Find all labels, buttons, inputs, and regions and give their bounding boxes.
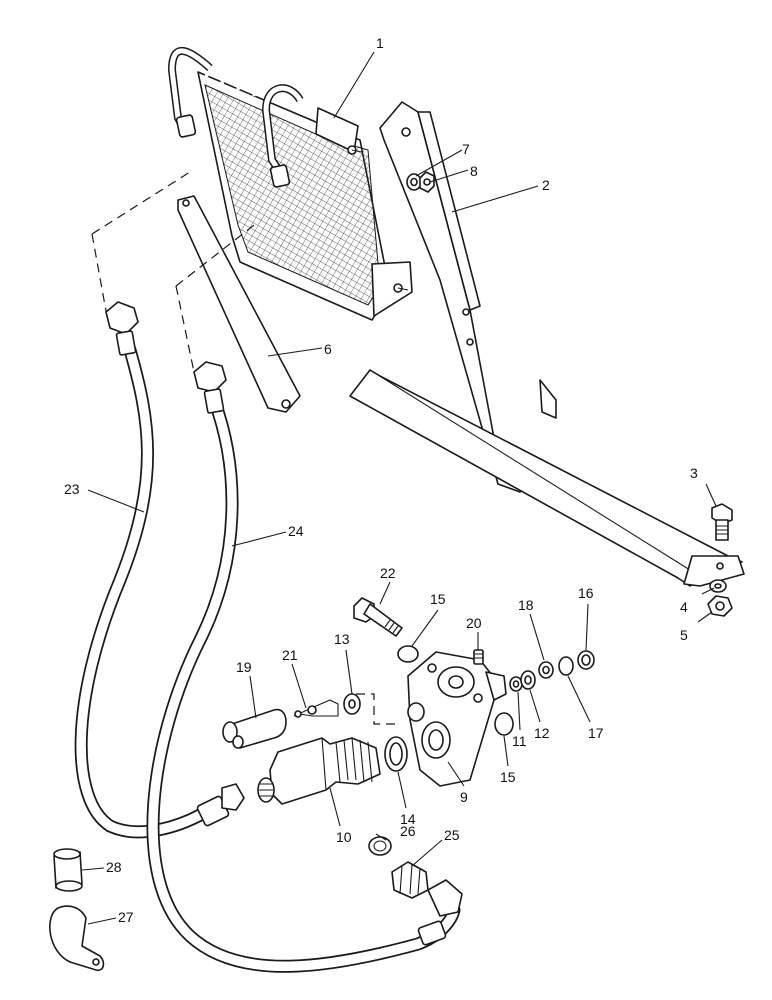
clamp-27 <box>49 905 105 972</box>
callout-27: 27 <box>118 909 134 925</box>
callout-22: 22 <box>380 565 396 581</box>
callout-18: 18 <box>518 597 534 613</box>
callout-12: 12 <box>534 725 550 741</box>
callout-15-top: 15 <box>430 591 446 607</box>
o-ring-15-top <box>397 645 419 663</box>
washer-18 <box>538 661 554 679</box>
spring-clip-21 <box>293 699 339 718</box>
union-25 <box>391 861 429 899</box>
callout-23: 23 <box>64 481 80 497</box>
washer-13 <box>343 693 361 715</box>
alignment-lines <box>91 171 398 725</box>
callout-20: 20 <box>466 615 482 631</box>
washer-12 <box>520 670 536 690</box>
callout-9: 9 <box>460 789 468 805</box>
callout-7: 7 <box>462 141 470 157</box>
adapter-10 <box>257 737 381 805</box>
washer-26 <box>368 836 392 856</box>
callout-3: 3 <box>690 465 698 481</box>
hose-23 <box>74 301 245 839</box>
plug-16 <box>577 650 595 670</box>
pin-19 <box>222 708 287 749</box>
callout-16: 16 <box>578 585 594 601</box>
callout-17: 17 <box>588 725 604 741</box>
o-ring-15-side <box>494 712 514 736</box>
leader-lines <box>81 51 717 925</box>
callout-15-side: 15 <box>500 769 516 785</box>
callout-11: 11 <box>512 733 527 749</box>
callout-24: 24 <box>288 523 304 539</box>
strap-bracket <box>177 195 301 413</box>
nut-8 <box>419 171 435 193</box>
callout-10: 10 <box>336 829 352 845</box>
callout-25: 25 <box>444 827 460 843</box>
callout-1: 1 <box>376 35 384 51</box>
washer-7 <box>406 173 422 191</box>
grub-screw-20 <box>473 649 484 665</box>
callout-labels: 1 2 3 4 5 6 7 8 9 10 11 12 13 14 15 15 1… <box>64 35 698 925</box>
callout-21: 21 <box>282 647 298 663</box>
sleeve-28 <box>53 848 83 892</box>
callout-19: 19 <box>236 659 252 675</box>
callout-4: 4 <box>680 599 688 615</box>
callout-8: 8 <box>470 163 478 179</box>
callout-14: 14 <box>400 811 416 827</box>
callout-26: 26 <box>400 823 416 839</box>
hose-24 <box>146 361 463 973</box>
callout-28: 28 <box>106 859 122 875</box>
callout-6: 6 <box>324 341 332 357</box>
washer-11 <box>509 676 523 692</box>
callout-5: 5 <box>680 627 688 643</box>
nut-5 <box>707 595 733 617</box>
oil-cooler <box>167 40 413 321</box>
callout-13: 13 <box>334 631 350 647</box>
washer-4 <box>709 579 727 593</box>
bolt-3 <box>711 503 733 541</box>
valve-block-9 <box>407 651 507 787</box>
bolt-22 <box>353 597 403 637</box>
o-ring-17 <box>558 656 574 676</box>
mounting-frame <box>349 101 745 587</box>
callout-2: 2 <box>542 177 550 193</box>
seal-14 <box>384 736 408 772</box>
